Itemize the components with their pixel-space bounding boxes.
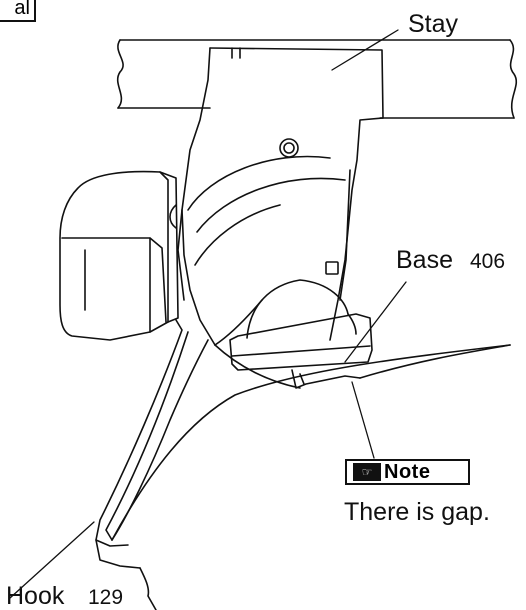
hook-label: Hook [6, 582, 65, 610]
horizontal-bar [116, 39, 518, 119]
hook-part [95, 319, 209, 610]
leader-lines [9, 29, 407, 599]
strap [111, 344, 511, 541]
note-text: There is gap. [344, 498, 490, 526]
note-label: Note [384, 460, 431, 483]
base-label: Base [396, 246, 453, 274]
note-badge: ☞ Note [345, 459, 470, 485]
base-part-number: 406 [470, 250, 506, 273]
stay-label: Stay [408, 10, 459, 38]
stay-part [181, 47, 384, 346]
hook-part-number: 129 [88, 586, 124, 609]
base-part [229, 279, 373, 389]
pointing-hand-icon: ☞ [353, 463, 381, 481]
corner-label-fragment: al [0, 0, 36, 22]
clamp-block [59, 170, 185, 341]
